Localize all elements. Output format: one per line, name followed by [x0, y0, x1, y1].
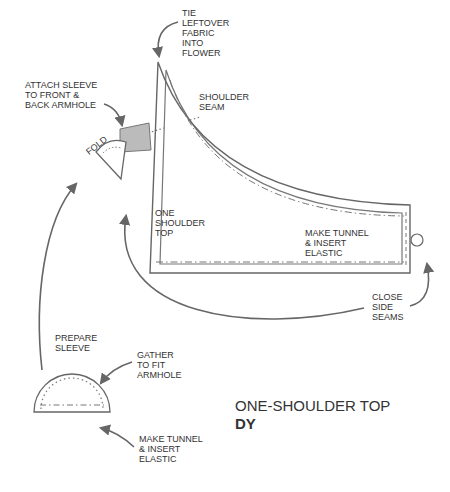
piece-label: ONE SHOULDER TOP: [155, 208, 213, 238]
tunnel-line: [170, 80, 404, 216]
sleeve-tunnel-line: [40, 405, 104, 406]
callout-text: FOLD: [84, 131, 114, 157]
garment-outline: [135, 55, 435, 280]
diagram-title: ONE-SHOULDER TOP: [235, 397, 390, 414]
callout-text: SHOULDER SEAM: [199, 92, 261, 112]
callout-text: MAKE TUNNEL & INSERT ELASTIC: [139, 434, 205, 464]
callout-arrow: [158, 22, 178, 56]
fold-gather-line: [103, 147, 121, 153]
title-code: DY: [235, 415, 295, 432]
sleeve-gather-line: [41, 378, 103, 409]
callout-arrow: [410, 264, 429, 306]
side-seam: [406, 212, 407, 268]
sleeve-piece: [34, 374, 110, 412]
garment-back: [160, 70, 402, 264]
callout-arrow: [104, 104, 122, 125]
callout-text: TIE LEFTOVER FABRIC INTO FLOWER: [182, 8, 236, 58]
callout-text: PREPARE SLEEVE: [55, 333, 113, 353]
callout-text: GATHER TO FIT ARMHOLE: [137, 350, 187, 380]
callout-text: MAKE TUNNEL & INSERT ELASTIC: [305, 228, 371, 258]
garment-front: [150, 62, 410, 273]
callout-arrow: [101, 362, 132, 383]
elastic-loop: [411, 234, 423, 246]
garment-piece: ONE SHOULDER TOP: [135, 55, 435, 280]
callout-text: CLOSE SIDE SEAMS: [372, 292, 414, 322]
tunnel-line: [156, 262, 404, 263]
callout-text: ATTACH SLEEVE TO FRONT & BACK ARMHOLE: [25, 80, 103, 110]
callout-arrow: [101, 428, 134, 447]
